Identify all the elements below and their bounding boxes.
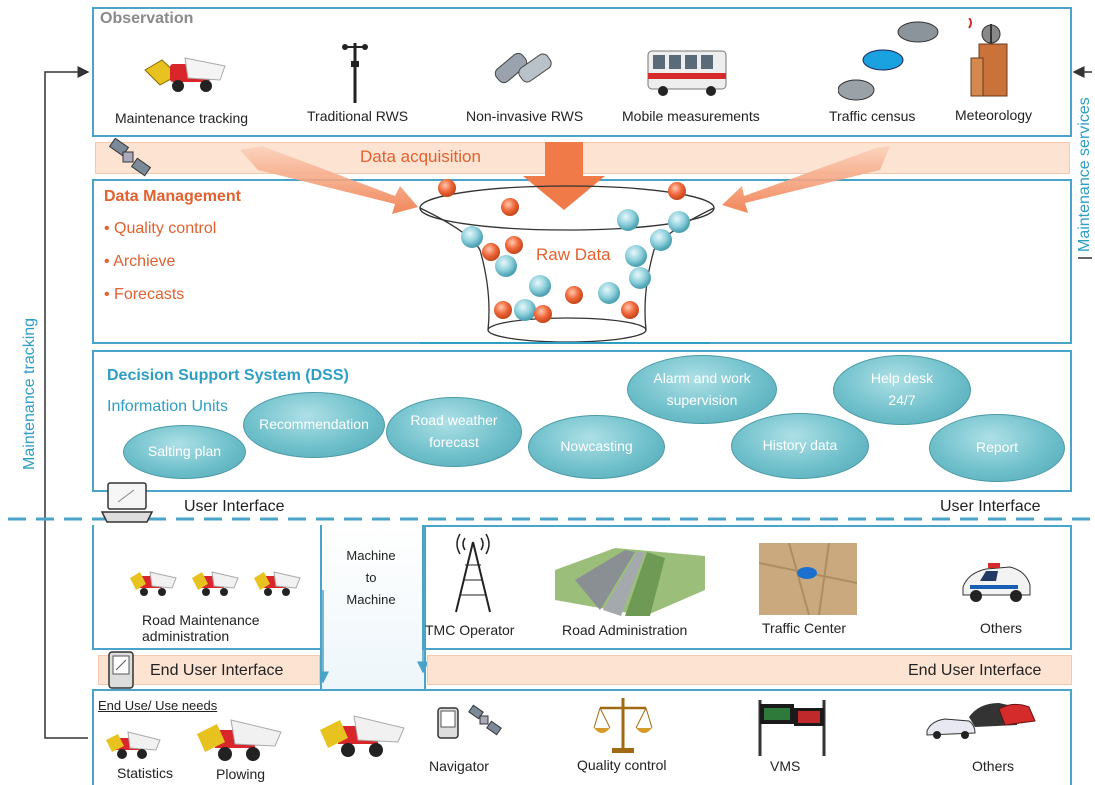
snowplow-truck-icon xyxy=(144,57,226,92)
observation-label-traditional-rws: Traditional RWS xyxy=(307,108,409,124)
acquisition-arrow-right xyxy=(722,146,890,213)
end-user-interface-right: End User Interface xyxy=(908,662,1042,679)
variable-message-sign-icon xyxy=(758,700,826,756)
maintenance-services-connector xyxy=(1072,66,1092,259)
unit-history-data: History data xyxy=(731,413,869,479)
scales-icon xyxy=(593,698,653,753)
highway-icon xyxy=(555,548,705,616)
weather-station-pole-icon xyxy=(342,43,368,103)
vms-label: VMS xyxy=(770,758,801,774)
observation-label-mobile-measurements: Mobile measurements xyxy=(622,108,760,124)
data-management-panel xyxy=(92,179,1072,344)
side-label-maintenance-services: Maintenance services xyxy=(1076,97,1093,252)
traffic-center-label: Traffic Center xyxy=(762,620,847,636)
end-user-interface-band-left xyxy=(98,655,320,685)
observation-label-maintenance-tracking: Maintenance tracking xyxy=(115,110,249,126)
observation-label-traffic-census: Traffic census xyxy=(829,108,916,124)
laptop-icon xyxy=(100,482,154,523)
dss-subtitle: Information Units xyxy=(107,398,228,415)
observation-label-non-invasive-rws: Non-invasive RWS xyxy=(466,108,584,124)
bus-icon xyxy=(647,50,727,96)
side-label-maintenance-tracking: Maintenance tracking xyxy=(21,317,38,470)
police-car-icon xyxy=(962,563,1031,602)
data-management-title: Data Management xyxy=(104,188,241,205)
operators-panel xyxy=(422,525,1072,650)
unit-salting-plan: Salting plan xyxy=(123,425,246,479)
unit-recommendation: Recommendation xyxy=(243,392,385,458)
unit-alarm-work-supervision: Alarm and work supervision xyxy=(627,355,777,424)
bullet-quality-control: • Quality control xyxy=(104,220,217,237)
cars-icon xyxy=(838,21,939,101)
unit-nowcasting: Nowcasting xyxy=(528,415,665,479)
user-interface-right: User Interface xyxy=(940,498,1041,515)
m2m-arrows xyxy=(317,590,429,684)
radio-tower-icon xyxy=(455,533,491,613)
tmc-operator-label: TMC Operator xyxy=(425,622,515,638)
end-user-interface-left: End User Interface xyxy=(150,662,284,679)
road-maintenance-region xyxy=(92,525,325,650)
raw-data-funnel xyxy=(240,142,890,344)
sensor-camera-icon xyxy=(494,52,552,84)
satellite-icon xyxy=(108,138,152,177)
statistics-snowplow-icon xyxy=(106,731,161,759)
others-end-use-label: Others xyxy=(972,758,1015,774)
bullet-archieve: • Archieve xyxy=(104,253,176,270)
plowing-snowplow-icon xyxy=(197,719,282,761)
unit-report: Report xyxy=(929,414,1065,482)
road-administration-label: Road Administration xyxy=(562,622,688,638)
car-crash-icon xyxy=(926,703,1036,739)
weather-building-icon xyxy=(968,18,1008,97)
maintenance-tracking-loop xyxy=(44,66,90,739)
unit-road-weather-forecast: Road weather forecast xyxy=(386,397,522,467)
data-acquisition-label: Data acquisition xyxy=(360,147,481,166)
dss-title: Decision Support System (DSS) xyxy=(107,367,349,384)
bullet-forecasts: • Forecasts xyxy=(104,286,185,303)
m2m-snowplow-icon xyxy=(320,715,405,757)
data-balls xyxy=(438,179,690,323)
raw-data-label: Raw Data xyxy=(536,245,611,264)
gps-satellite-icon xyxy=(437,704,502,739)
acquisition-arrow-center xyxy=(523,142,605,210)
end-use-panel xyxy=(92,689,1072,785)
observation-title: Observation xyxy=(100,10,194,27)
end-use-title: End Use/ Use needs xyxy=(98,698,218,713)
road-maintenance-label: Road Maintenance administration xyxy=(142,612,260,645)
observation-label-meteorology: Meteorology xyxy=(955,107,1033,123)
end-user-interface-band-right xyxy=(427,655,1072,685)
snowplow-fleet-icon xyxy=(130,571,301,596)
unit-help-desk: Help desk 24/7 xyxy=(833,355,971,425)
others-operators-label: Others xyxy=(980,620,1023,636)
handheld-device-icon xyxy=(108,651,134,689)
m2m-label: Machine to Machine xyxy=(346,548,396,608)
map-car-icon xyxy=(759,543,857,615)
navigator-label: Navigator xyxy=(429,758,489,774)
plowing-label: Plowing xyxy=(216,766,266,782)
acquisition-arrow-left xyxy=(240,146,418,214)
quality-control-label: Quality control xyxy=(577,757,667,773)
statistics-label: Statistics xyxy=(117,765,174,781)
user-interface-left: User Interface xyxy=(184,498,285,515)
